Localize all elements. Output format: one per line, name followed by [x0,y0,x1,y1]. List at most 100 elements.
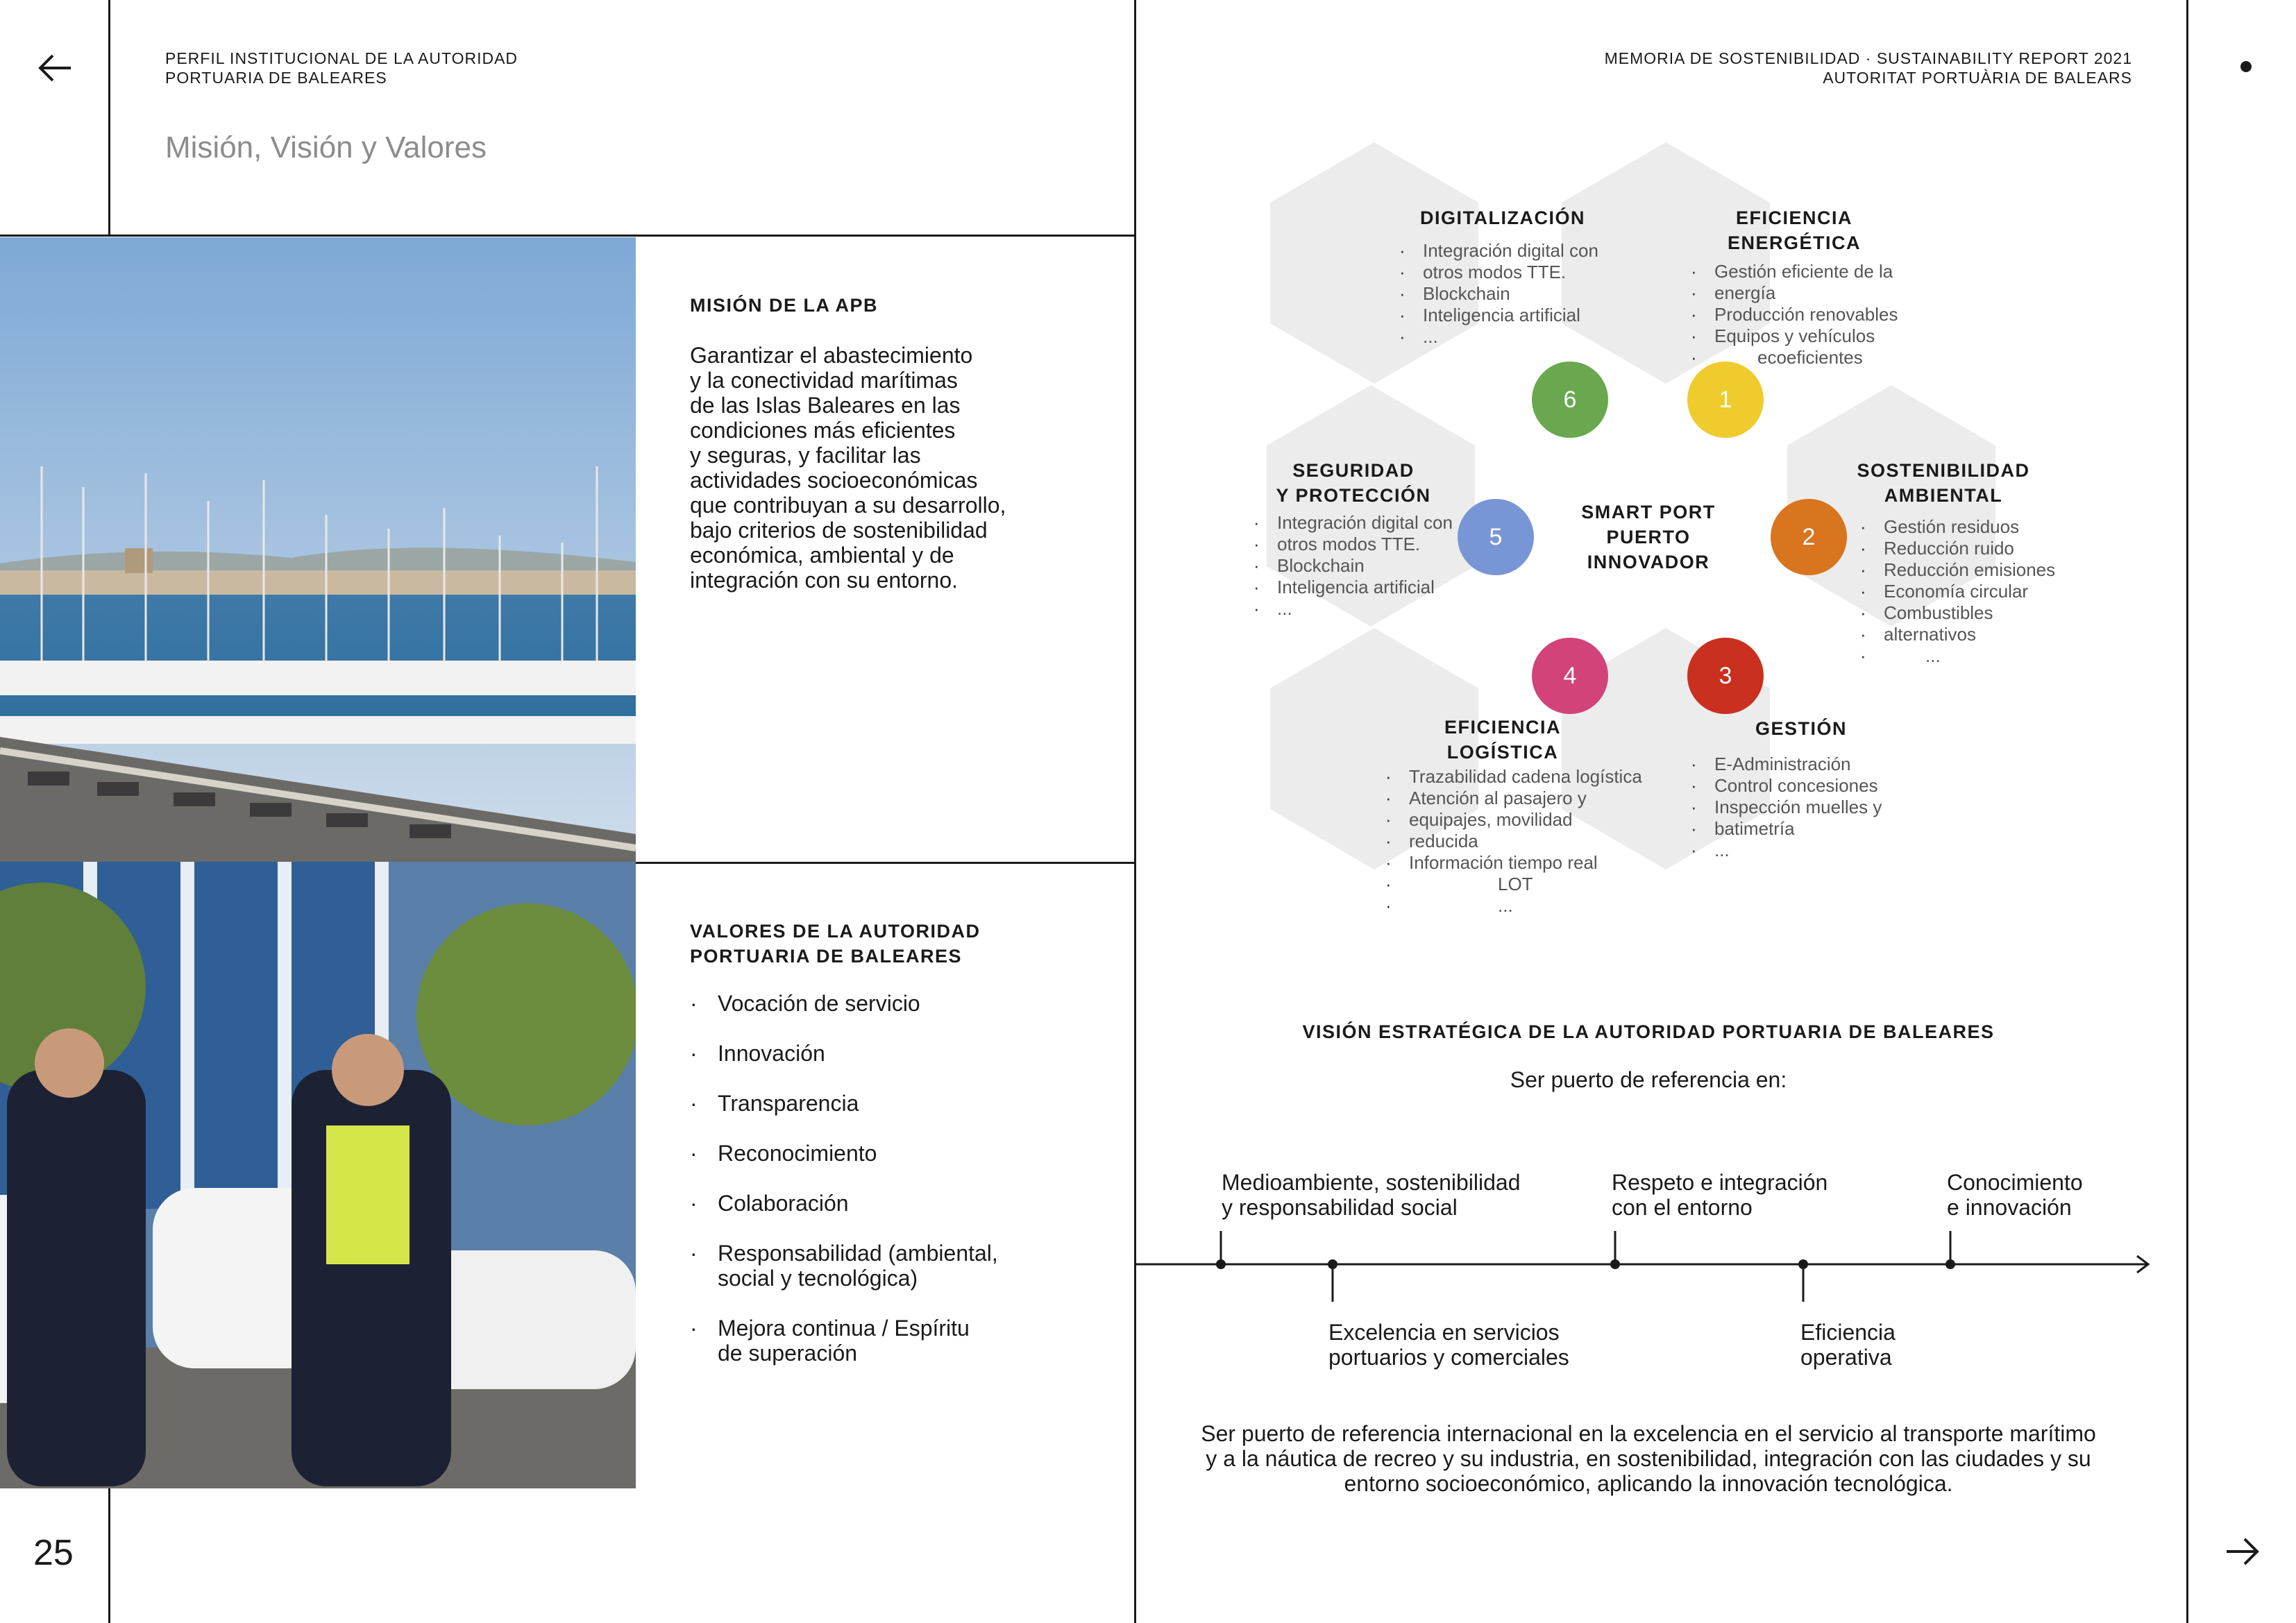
mision-line: actividades socioeconómicas [690,468,978,493]
header-left-line2: PORTUARIA DE BALEARES [165,69,387,87]
hex-title-line: GESTIÓN [1755,718,1848,739]
list-item: Atención al pasajero y [1381,788,1642,809]
mision-line: bajo criterios de sostenibilidad [690,518,988,543]
number-badge-4: 4 [1532,638,1608,714]
valores-heading-line2: PORTUARIA DE BALEARES [690,946,963,967]
mision-line: económica, ambiental y de [690,543,954,568]
timeline-line: con el entorno [1612,1195,1753,1220]
timeline-label-respeto: Respeto e integración con el entorno [1612,1170,1827,1220]
center-line: PUERTO [1606,527,1691,547]
timeline-line: Conocimiento [1947,1170,2083,1195]
number-badge-6: 6 [1532,362,1608,438]
list-item: Blockchain [1249,555,1453,577]
value-text: de superación [718,1341,858,1366]
hex-title-eficiencia-logistica: EFICIENCIA LOGÍSTICA [1444,715,1561,765]
list-item: Inteligencia artificial [1249,577,1453,598]
hex-title-line: LOGÍSTICA [1446,742,1559,763]
right-margin-divider [2186,0,2188,1623]
hex-items-eficiencia-energetica: Gestión eficiente de la energía Producci… [1687,261,1898,368]
timeline-label-excelencia: Excelencia en servicios portuarios y com… [1328,1320,1569,1370]
list-item: Producción renovables [1687,304,1898,325]
header-right-line1: MEMORIA DE SOSTENIBILIDAD · SUSTAINABILI… [1604,49,2132,67]
list-item: E-Administración [1687,754,1882,775]
list-item: Equipos y vehículos [1687,325,1898,347]
vision-timeline [1136,1231,2150,1302]
arrow-left-icon[interactable] [35,47,76,89]
hex-title-line: DIGITALIZACIÓN [1420,207,1585,228]
header-left: PERFIL INSTITUCIONAL DE LA AUTORIDAD POR… [165,49,518,87]
page-indicator-dot [2240,61,2252,72]
statement-line: entorno socioeconómico, aplicando la inn… [1344,1471,1953,1496]
list-item: equipajes, movilidad [1381,809,1642,831]
timeline-label-medioambiente: Medioambiente, sostenibilidad y responsa… [1222,1170,1520,1220]
timeline-line: portuarios y comerciales [1328,1345,1569,1370]
arrow-right-icon[interactable] [2221,1531,2263,1572]
valores-heading-line1: VALORES DE LA AUTORIDAD [690,921,981,942]
hex-items-seguridad: Integración digital con otros modos TTE.… [1249,512,1453,620]
number-badge-2: 2 [1771,499,1847,575]
photo-top-rule [0,235,1136,237]
hex-title-sostenibilidad: SOSTENIBILIDAD AMBIENTAL [1857,458,2029,508]
hex-items-sostenibilidad: Gestión residuos Reducción ruido Reducci… [1856,516,2055,667]
smart-port-center-label: SMART PORT PUERTO INNOVADOR [1581,500,1716,575]
mision-line: y seguras, y facilitar las [690,443,921,468]
list-item: Reducción emisiones [1856,559,2055,581]
list-item: otros modos TTE. [1249,534,1453,555]
timeline-label-conocimiento: Conocimiento e innovación [1947,1170,2083,1220]
hex-title-line: EFICIENCIA [1735,207,1852,228]
timeline-line: Excelencia en servicios [1328,1320,1560,1345]
list-item: ... [1381,895,1642,917]
number-badge-1: 1 [1687,362,1764,438]
center-line: INNOVADOR [1587,552,1710,572]
list-item: LOT [1381,874,1642,895]
port-police-photo [0,862,636,1488]
value-text: Reconocimiento [718,1141,877,1166]
number-badge-3: 3 [1687,638,1764,714]
section-title: Misión, Visión y Valores [165,130,487,164]
list-item: Integración digital con [1249,512,1453,534]
vision-subtitle: Ser puerto de referencia en: [1510,1067,1787,1092]
value-text: Transparencia [718,1091,859,1116]
list-item: Innovación [690,1041,998,1066]
page-spread-divider [1134,0,1136,1623]
list-item: Inspección muelles y [1687,797,1882,818]
list-item: ... [1687,840,1882,861]
list-item: reducida [1381,831,1642,852]
mision-line: que contribuyan a su desarrollo, [690,493,1006,518]
list-item: Reconocimiento [690,1141,998,1166]
mision-line: integración con su entorno. [690,568,959,593]
mision-line: condiciones más eficientes [690,418,956,443]
value-text: Colaboración [718,1191,849,1216]
timeline-line: y responsabilidad social [1222,1195,1458,1220]
list-item: Colaboración [690,1191,998,1216]
timeline-line: operativa [1800,1345,1892,1370]
left-margin-divider-bottom [108,1488,110,1623]
hex-title-line: SEGURIDAD [1292,460,1415,481]
list-item: alternativos [1856,624,2055,645]
mision-text: Garantizar el abastecimiento y la conect… [690,343,1006,593]
list-item: Responsabilidad (ambiental, social y tec… [690,1241,998,1291]
hex-title-gestion: GESTIÓN [1755,716,1847,741]
statement-line: y a la náutica de recreo y su industria,… [1206,1446,2091,1471]
list-item: energía [1687,282,1898,304]
list-item: Inteligencia artificial [1395,305,1598,326]
list-item: Vocación de servicio [690,991,998,1016]
header-right-line2: AUTORITAT PORTUÀRIA DE BALEARS [1823,69,2132,87]
section-separator-rule [636,862,1136,864]
list-item: Trazabilidad cadena logística [1381,766,1642,788]
vision-statement: Ser puerto de referencia internacional e… [1201,1421,2096,1496]
page-number: 25 [33,1533,74,1573]
timeline-line: Eficiencia [1800,1320,1896,1345]
vision-title: VISIÓN ESTRATÉGICA DE LA AUTORIDAD PORTU… [1302,1021,1995,1042]
timeline-line: e innovación [1947,1195,2072,1220]
list-item: Integración digital con [1395,240,1598,262]
hex-title-line: ENERGÉTICA [1727,232,1862,253]
list-item: Blockchain [1395,283,1598,305]
list-item: Transparencia [690,1091,998,1116]
number-badge-5: 5 [1458,499,1534,575]
list-item: Combustibles [1856,602,2055,624]
harbor-photo [0,237,636,862]
value-text: social y tecnológica) [718,1266,918,1291]
value-text: Innovación [718,1041,825,1066]
list-item: Información tiempo real [1381,852,1642,874]
